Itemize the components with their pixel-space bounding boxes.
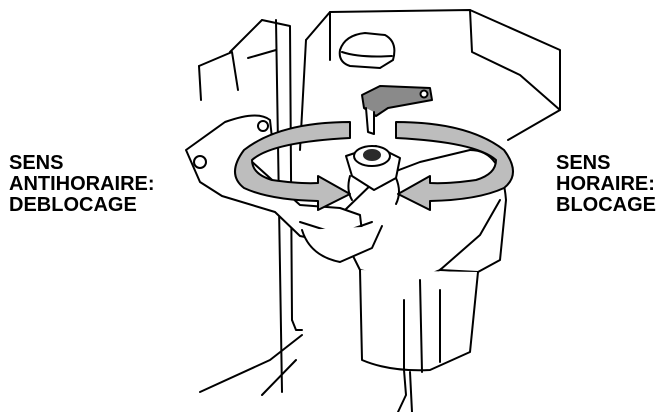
clockwise-label-line-3: BLOCAGE (556, 194, 656, 216)
hex-key-tool (361, 85, 433, 135)
center-post (345, 145, 401, 205)
top-pad (338, 32, 396, 69)
counterclockwise-unlock-label: SENS ANTIHORAIRE: DEBLOCAGE (9, 153, 155, 216)
clockwise-label-line-1: SENS (556, 152, 611, 174)
counterclockwise-label-line-2: ANTIHORAIRE: (9, 173, 155, 195)
counterclockwise-arrow-icon (234, 121, 351, 211)
clockwise-arrow-icon (395, 121, 514, 211)
counterclockwise-label-line-3: DEBLOCAGE (9, 194, 137, 216)
clockwise-lock-label: SENS HORAIRE: BLOCAGE (556, 153, 656, 216)
counterclockwise-label-line-1: SENS (9, 152, 64, 174)
clockwise-label-line-2: HORAIRE: (556, 173, 655, 195)
